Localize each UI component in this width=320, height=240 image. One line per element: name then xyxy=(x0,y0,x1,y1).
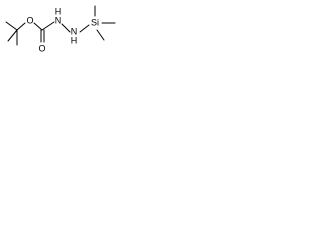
tbutyl-bond-upper-left xyxy=(5,21,18,31)
silicon-label: Si xyxy=(91,17,99,27)
nitrogen-1-h-label: H xyxy=(55,6,62,16)
tbutyl-bond-lower-left xyxy=(7,29,18,42)
nitrogen-2-h-label: H xyxy=(71,35,78,45)
chemical-structure: O O H N N H Si xyxy=(5,5,116,53)
nitrogen-2-label: N xyxy=(71,26,78,36)
ester-oxygen-to-carbonyl-bond xyxy=(33,22,43,31)
tbutyl-to-ester-oxygen-bond xyxy=(16,22,26,31)
ester-oxygen-label: O xyxy=(26,15,33,25)
carbonyl-oxygen-label: O xyxy=(38,43,45,53)
carbonyl-to-nitrogen-bond xyxy=(41,21,55,31)
silicon-methyl-down xyxy=(96,29,105,41)
nitrogen-to-silicon-bond xyxy=(79,24,90,33)
nitrogen-nitrogen-bond xyxy=(61,23,71,33)
nitrogen-1-label: N xyxy=(55,15,62,25)
